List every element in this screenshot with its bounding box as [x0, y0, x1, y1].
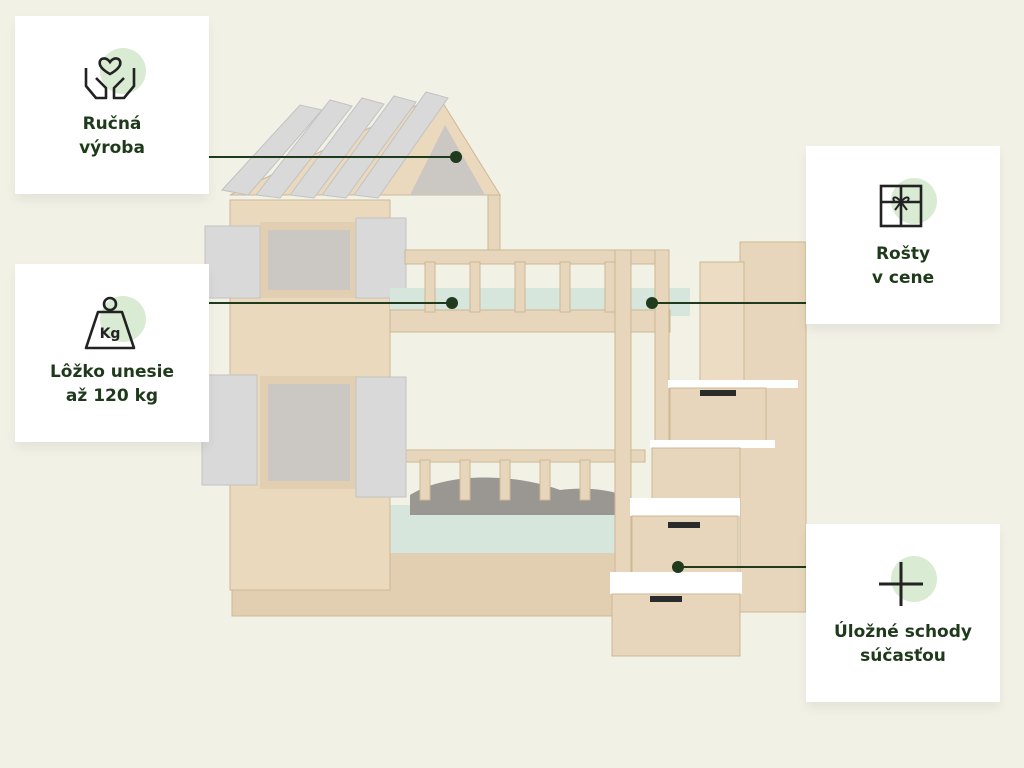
feature-card-load: Kg Lôžko unesie až 120 kg — [15, 264, 209, 442]
connector-stairs — [678, 566, 842, 568]
feature-card-stairs: Úložné schody súčasťou — [806, 524, 1000, 702]
connector-dot-handmade — [450, 151, 462, 163]
storage-steps — [610, 380, 798, 657]
shutter-left-top — [204, 225, 261, 299]
shutter-right-top — [355, 217, 407, 299]
connector-load — [178, 302, 450, 304]
connector-dot-load — [446, 297, 458, 309]
heart-hands-icon — [84, 57, 136, 100]
feature-label-handmade: Ručná výroba — [79, 114, 145, 158]
connector-handmade — [184, 156, 456, 158]
shutter-left-bottom — [201, 374, 258, 486]
feature-card-slats: Rošty v cene — [806, 146, 1000, 324]
connector-dot-slats — [646, 297, 658, 309]
feature-label-load: Lôžko unesie až 120 kg — [49, 362, 175, 406]
feature-label-stairs: Úložné schody súčasťou — [834, 622, 972, 666]
kg-weight-icon: Kg — [84, 296, 136, 350]
kg-weight-text: Kg — [100, 326, 121, 342]
lower-blanket — [410, 477, 645, 515]
plus-icon — [879, 562, 923, 606]
shutter-right-bottom — [355, 376, 407, 498]
connector-slats — [652, 302, 826, 304]
gift-box-icon — [879, 184, 923, 228]
feature-label-slats: Rošty v cene — [871, 244, 935, 288]
feature-card-handmade: Ručná výroba — [15, 16, 209, 194]
connector-dot-stairs — [672, 561, 684, 573]
